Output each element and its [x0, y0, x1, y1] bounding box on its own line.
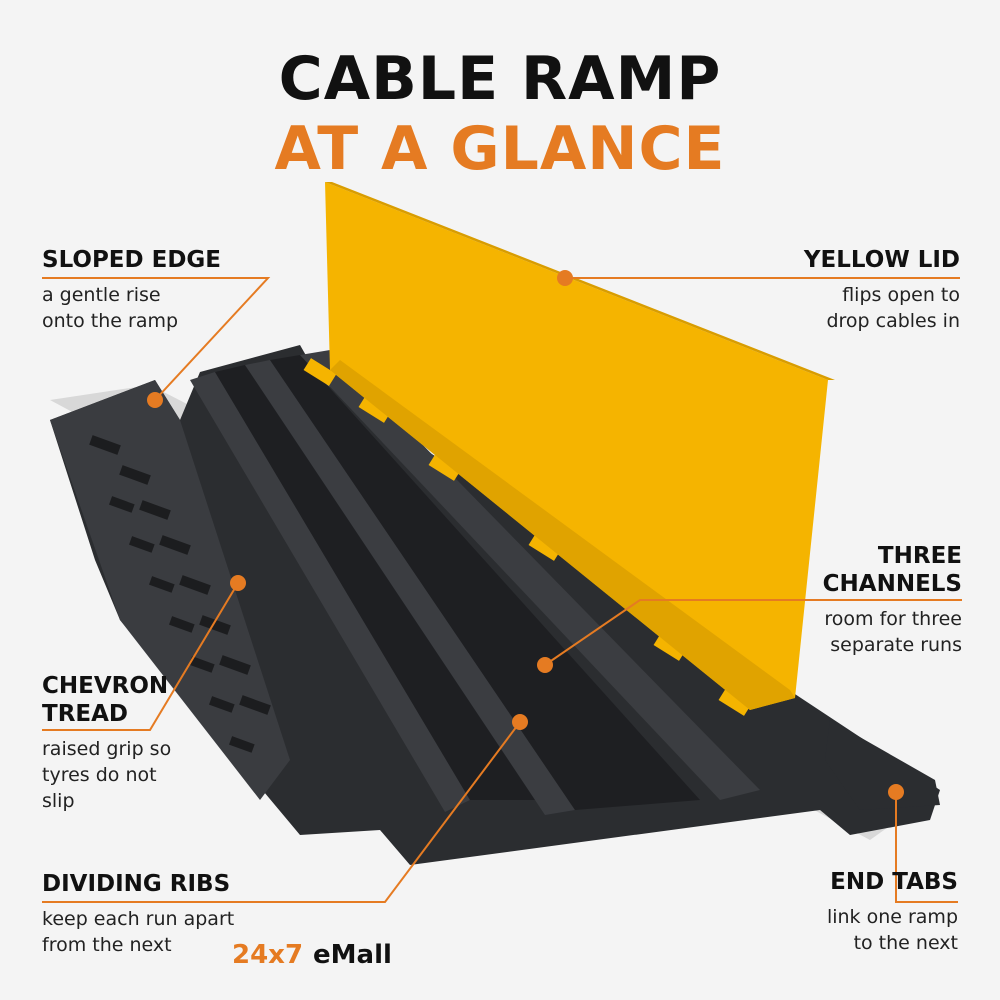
sloped-edge-desc-line-1: a gentle rise: [42, 284, 161, 306]
dividing-ribs-desc-line-2: from the next: [42, 934, 172, 956]
callout-dots: [147, 270, 904, 800]
chevron-tread-slots: [89, 435, 271, 753]
chevron-tread-desc-line-1: raised grip so: [42, 738, 172, 760]
yellow-lid-description: flips open to drop cables in: [804, 282, 960, 334]
callout-end-tabs: END TABS link one ramp to the next: [827, 868, 958, 956]
callout-yellow-lid: YELLOW LID flips open to drop cables in: [804, 246, 960, 334]
dividing-rib-2: [245, 360, 575, 815]
end-tabs-dot: [888, 784, 904, 800]
yellow-lid-dot: [557, 270, 573, 286]
brand-part-1: 24x7: [232, 940, 304, 970]
brand-logo: 24x7 eMall: [232, 940, 392, 970]
callout-sloped-edge: SLOPED EDGE a gentle rise onto the ramp: [42, 246, 221, 334]
yellow-lid-desc-line-2: drop cables in: [826, 310, 960, 332]
lid-hinge-tabs: [303, 358, 752, 716]
brand-part-2: eMall: [313, 940, 392, 970]
yellow-lid-edge: [325, 182, 835, 380]
end-tabs-heading: END TABS: [830, 869, 958, 895]
end-tabs-leader: [895, 792, 958, 903]
end-tabs-desc-line-1: link one ramp: [826, 906, 958, 928]
three-channels-heading-line-1: THREE: [877, 543, 962, 569]
chevron-tread-description: raised grip so tyres do not slip: [42, 736, 171, 814]
three-channels-dot: [537, 657, 553, 673]
yellow-lid-desc-line-1: flips open to: [842, 284, 960, 306]
three-channels-desc-line-1: room for three: [824, 608, 962, 630]
dividing-rib-3: [300, 350, 760, 800]
three-channels-heading-line-2: CHANNELS: [822, 571, 962, 597]
three-channels-desc-line-2: separate runs: [830, 634, 962, 656]
dividing-ribs-dot: [512, 714, 528, 730]
callout-three-channels: THREE CHANNELS room for three separate r…: [823, 542, 962, 658]
chevron-tread-heading: CHEVRON TREAD: [42, 672, 171, 728]
sloped-edge-desc-line-2: onto the ramp: [42, 310, 179, 332]
three-channels-leader: [544, 599, 962, 666]
dividing-rib-1: [190, 372, 470, 812]
yellow-lid: [325, 182, 828, 710]
chevron-tread-leader: [42, 582, 239, 731]
channel-1: [215, 365, 540, 800]
sloped-edge-dot: [147, 392, 163, 408]
dividing-ribs-leader: [42, 721, 521, 903]
dividing-ribs-description: keep each run apart from the next: [42, 906, 234, 958]
end-tabs-description: link one ramp to the next: [827, 904, 958, 956]
chevron-tread-heading-line-1: CHEVRON: [42, 673, 169, 699]
dividing-ribs-desc-line-1: keep each run apart: [42, 908, 235, 930]
chevron-tread-heading-line-2: TREAD: [42, 701, 129, 727]
three-channels-description: room for three separate runs: [823, 606, 962, 658]
chevron-tread-desc-line-2: tyres do not: [42, 764, 157, 786]
yellow-lid-shade: [330, 360, 795, 710]
chevron-tread-desc-line-3: slip: [42, 790, 75, 812]
yellow-lid-heading: YELLOW LID: [803, 247, 960, 273]
title-line-1: CABLE RAMP: [278, 44, 722, 114]
dividing-ribs-heading: DIVIDING RIBS: [42, 871, 231, 897]
callout-chevron-tread: CHEVRON TREAD raised grip so tyres do no…: [42, 672, 171, 814]
sloped-edge-description: a gentle rise onto the ramp: [42, 282, 221, 334]
sloped-edge-heading: SLOPED EDGE: [42, 247, 222, 273]
callout-dividing-ribs: DIVIDING RIBS keep each run apart from t…: [42, 870, 234, 958]
callout-lines: [42, 277, 962, 903]
channel-2: [270, 355, 700, 810]
sloped-edge-leader: [42, 277, 271, 401]
title-line-2: AT A GLANCE: [274, 114, 726, 184]
end-tabs-desc-line-2: to the next: [853, 932, 958, 954]
three-channels-heading: THREE CHANNELS: [823, 542, 962, 598]
end-tab: [825, 720, 940, 810]
chevron-tread-dot: [230, 575, 246, 591]
